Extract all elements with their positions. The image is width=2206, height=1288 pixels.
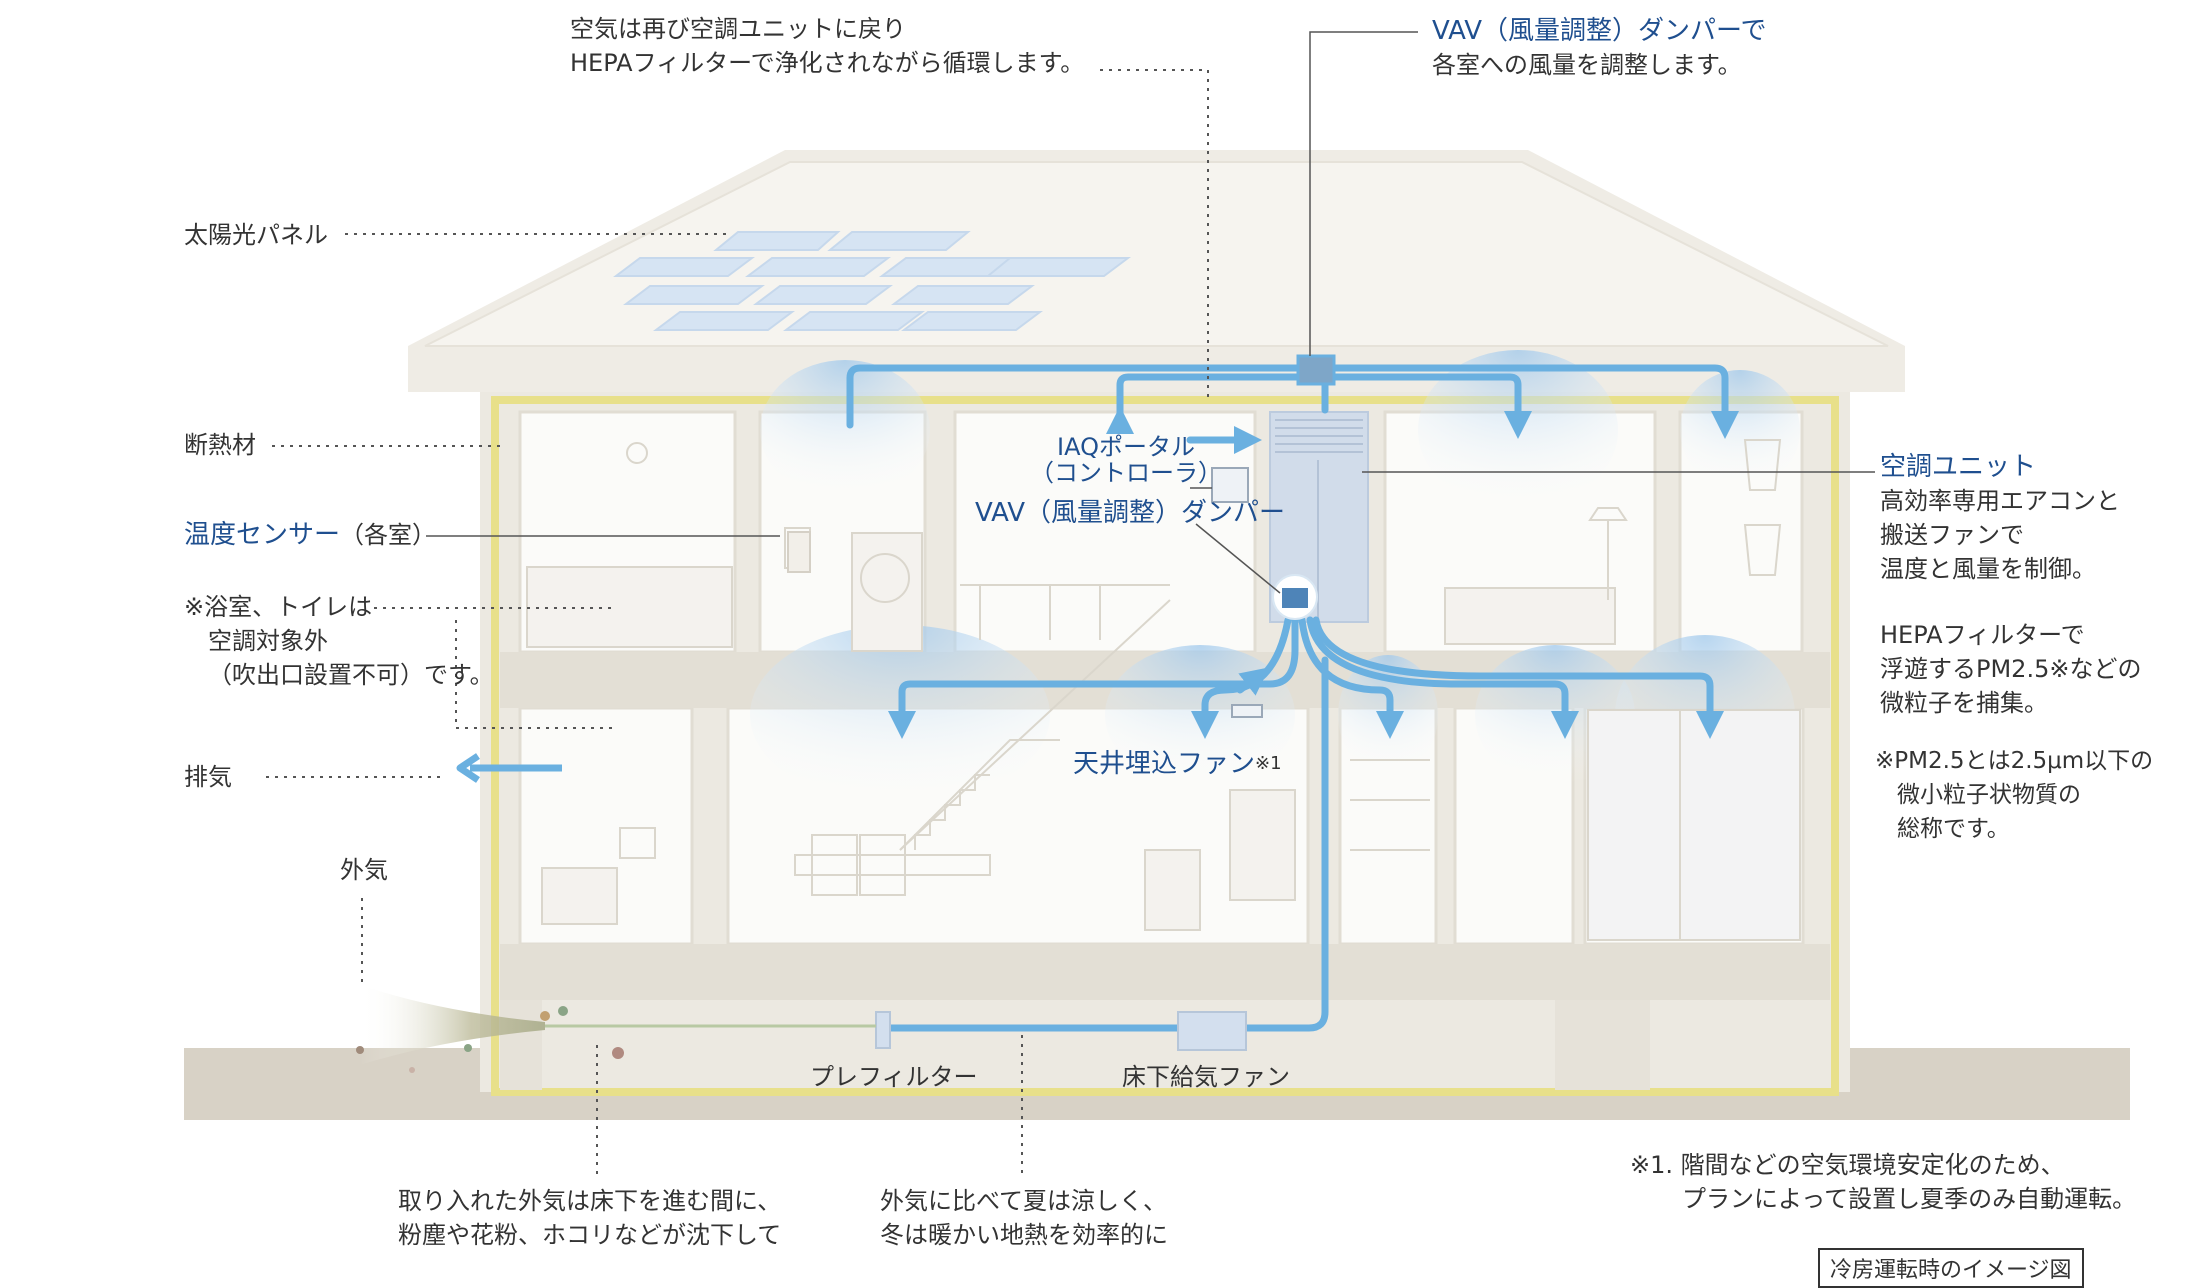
footnote-line-2: プランによって設置し夏季のみ自動運転。 (1682, 1185, 2137, 1213)
exhaust-label: 排気 (184, 763, 232, 791)
prefilter (875, 1011, 891, 1049)
insulation-outline (491, 396, 1839, 1096)
underfloor-supply-fan (1177, 1011, 1247, 1051)
bottom-left-2: 粉塵や花粉、ホコリなどが沈下して (398, 1221, 782, 1249)
foundation-left (500, 1000, 542, 1090)
hepa-note: HEPAフィルターで 浮遊するPM2.5※などの 微粒子を捕集。 (1880, 618, 2141, 720)
ac-unit-desc-2: 搬送ファンで (1880, 521, 2024, 549)
return-air-line-1: 空気は再び空調ユニットに戻り (570, 15, 906, 43)
pm-note-3: 総称です。 (1897, 816, 2010, 842)
vav-damper-top (1296, 354, 1336, 386)
temperature-sensor (787, 531, 811, 573)
hepa-desc-3: 微粒子を捕集。 (1880, 689, 2048, 717)
ceiling-fan (1231, 704, 1263, 718)
pm-note-2: 微小粒子状物質の (1897, 782, 2081, 808)
leader-lines (266, 69, 1209, 1178)
iaq-controller (1211, 467, 1249, 503)
bath-note-line-2: 空調対象外 (208, 627, 328, 655)
ac-unit-note: 空調ユニット 高効率専用エアコンと 搬送ファンで 温度と風量を制御。 (1880, 450, 2120, 586)
hepa-desc-1: HEPAフィルターで (1880, 621, 2085, 649)
outside-air-label: 外気 (340, 856, 388, 884)
ac-unit-title: 空調ユニット (1880, 452, 2037, 482)
solar-panel-label: 太陽光パネル (184, 221, 328, 249)
prefilter-label: プレフィルター (810, 1063, 978, 1091)
vav-top-line-2: 各室への風量を調整します。 (1432, 51, 1742, 79)
bottom-mid-1: 外気に比べて夏は涼しく、 (880, 1187, 1168, 1215)
solid-leader-lines (426, 31, 1875, 594)
bottom-left-1: 取り入れた外気は床下を進む間に、 (398, 1187, 782, 1215)
vav-inner-label: VAV（風量調整）ダンパー (975, 498, 1286, 528)
insulation-label: 断熱材 (184, 431, 256, 459)
pm25-note: ※PM2.5とは2.5μm以下の 微小粒子状物質の 総称です。 (1875, 744, 2153, 846)
vav-damper-inner (1272, 574, 1318, 620)
footnote-1: ※1. 階間などの空気環境安定化のため、 プランによって設置し夏季のみ自動運転。 (1630, 1148, 2136, 1216)
outside-air-intake (356, 985, 876, 1073)
bath-toilet-note: ※浴室、トイレは 空調対象外 （吹出口設置不可）です。 (184, 590, 494, 692)
exhaust-arrow (456, 753, 562, 783)
bottom-left-note: 取り入れた外気は床下を進む間に、 粉塵や花粉、ホコリなどが沈下して (398, 1184, 781, 1252)
foundation-right (1555, 1000, 1650, 1090)
ac-unit-desc-3: 温度と風量を制御。 (1880, 555, 2096, 583)
temperature-sensor-note: （各室） (340, 521, 437, 549)
hepa-desc-2: 浮遊するPM2.5※などの (1880, 655, 2142, 683)
return-air-note: 空気は再び空調ユニットに戻り HEPAフィルターで浄化されながら循環します。 (570, 12, 1084, 80)
cooling-image-caption-box: 冷房運転時のイメージ図 (1818, 1248, 2084, 1288)
iaq-line-2: （コントローラ） (1030, 459, 1222, 487)
furniture (526, 439, 1801, 941)
bottom-mid-note: 外気に比べて夏は涼しく、 冬は暖かい地熱を効率的に (880, 1184, 1168, 1252)
temperature-sensor-label: 温度センサー（各室） (184, 518, 436, 552)
ceiling-fan-mark: ※1 (1255, 753, 1282, 774)
ceiling-fan-text: 天井埋込ファン (1073, 749, 1256, 779)
footnote-line-1: ※1. 階間などの空気環境安定化のため、 (1630, 1151, 2065, 1179)
return-air-line-2: HEPAフィルターで浄化されながら循環します。 (570, 49, 1085, 77)
house-air-system-diagram (184, 31, 2130, 1178)
bath-note-line-1: ※浴室、トイレは (184, 593, 373, 621)
base-slab (500, 944, 1830, 1000)
pm-note-1: ※PM2.5とは2.5μm以下の (1875, 748, 2154, 774)
underfloor-fan-label: 床下給気ファン (1122, 1063, 1290, 1091)
temperature-sensor-title: 温度センサー (184, 520, 341, 550)
vav-top-title: VAV（風量調整）ダンパーで (1432, 16, 1767, 46)
ceiling-fan-label: 天井埋込ファン※1 (1073, 747, 1282, 781)
solar-panels (613, 231, 1131, 331)
bottom-mid-2: 冬は暖かい地熱を効率的に (880, 1221, 1168, 1249)
ac-unit-desc-1: 高効率専用エアコンと (1880, 487, 2120, 515)
iaq-portal-label: IAQポータル （コントローラ） (1030, 434, 1222, 486)
iaq-line-1: IAQポータル (1057, 433, 1195, 461)
vav-top-note: VAV（風量調整）ダンパーで 各室への風量を調整します。 (1432, 14, 1766, 82)
bath-note-line-3: （吹出口設置不可）です。 (208, 661, 494, 689)
